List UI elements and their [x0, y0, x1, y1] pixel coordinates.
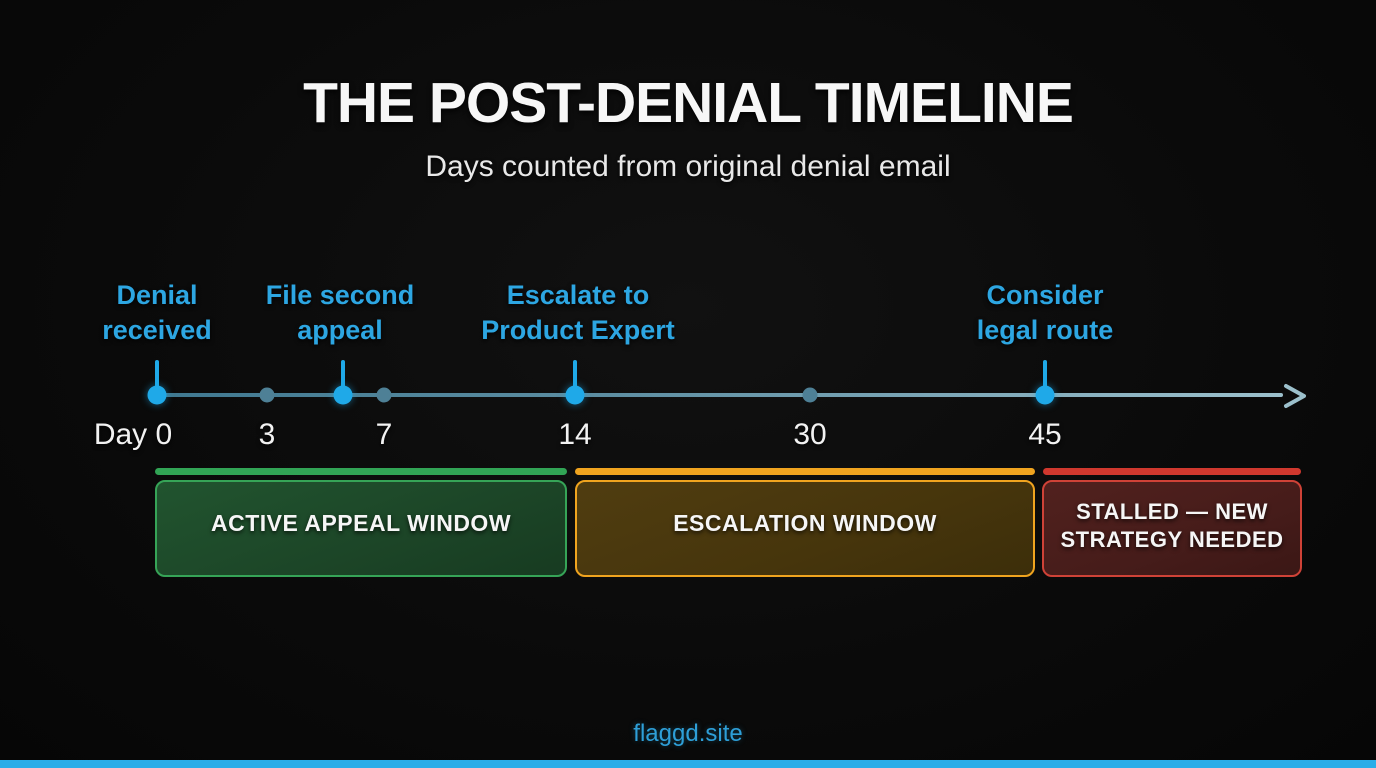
- event-stem-day-45: [1043, 360, 1047, 394]
- timeline-dot-day-7: [333, 385, 353, 405]
- event-stem-day-14: [573, 360, 577, 394]
- timeline-dot-day-45: [1035, 385, 1055, 405]
- event-label-file-second-appeal: File second appeal: [265, 280, 415, 345]
- window-card-escalation: ESCALATION WINDOW: [575, 480, 1035, 577]
- window-card-active-appeal: ACTIVE APPEAL WINDOW: [155, 480, 567, 577]
- page-subtitle: Days counted from original denial email: [425, 150, 951, 183]
- tick-label-day-0: Day 0: [93, 418, 173, 451]
- timeline-dot-day-30: [802, 387, 818, 403]
- tick-label-day-3: 3: [258, 418, 276, 451]
- timeline-dot-day-0: [147, 385, 167, 405]
- accent-bar-active-appeal: [155, 468, 567, 475]
- timeline-dot-day-3: [259, 387, 275, 403]
- timeline-dot-day-7-tick: [376, 387, 392, 403]
- arrow-right-icon: [1284, 384, 1306, 408]
- bottom-accent-bar: [0, 760, 1376, 768]
- accent-bar-escalation: [575, 468, 1035, 475]
- timeline-axis: [155, 393, 1283, 397]
- event-label-escalate-product-expert: Escalate to Product Expert: [481, 280, 675, 345]
- event-stem-day-0: [155, 360, 159, 394]
- event-stem-day-7: [341, 360, 345, 394]
- tick-label-day-30: 30: [793, 418, 827, 451]
- timeline-dot-day-14: [565, 385, 585, 405]
- page-title: THE POST-DENIAL TIMELINE: [303, 71, 1074, 135]
- event-label-consider-legal-route: Consider legal route: [976, 280, 1114, 345]
- tick-label-day-14: 14: [558, 418, 592, 451]
- site-watermark: flaggd.site: [633, 720, 743, 747]
- event-label-denial-received: Denial received: [102, 280, 212, 345]
- tick-label-day-45: 45: [1028, 418, 1062, 451]
- tick-label-day-7: 7: [375, 418, 393, 451]
- window-card-stalled: STALLED — NEW STRATEGY NEEDED: [1042, 480, 1302, 577]
- accent-bar-stalled: [1043, 468, 1301, 475]
